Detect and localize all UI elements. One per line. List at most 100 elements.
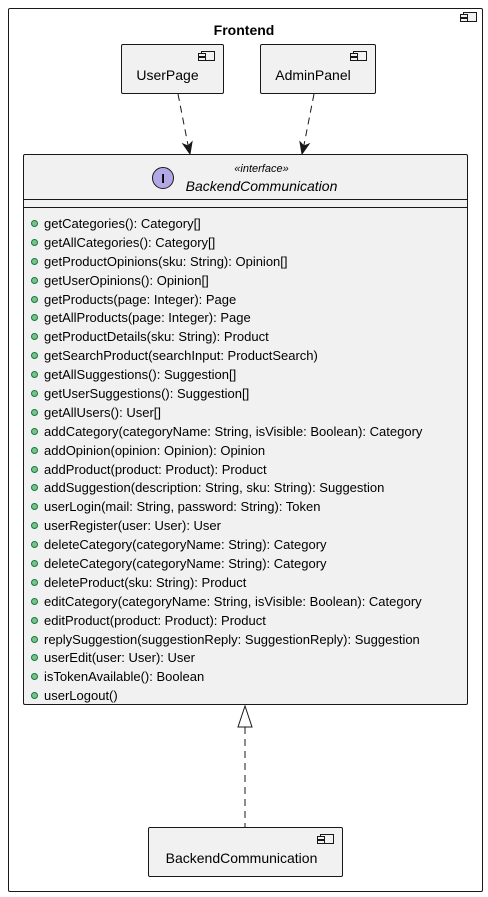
component-icon: [198, 51, 215, 61]
public-visibility-icon: [31, 238, 38, 246]
adminpanel-label: AdminPanel: [275, 67, 351, 83]
method-row: userRegister(user: User): User: [31, 516, 422, 535]
method-signature: getCategories(): Category[]: [44, 215, 201, 231]
frame-component-icon: [460, 12, 477, 22]
method-row: getAllCategories(): Category[]: [31, 233, 422, 252]
public-visibility-icon: [31, 219, 38, 227]
public-visibility-icon: [31, 314, 38, 322]
public-visibility-icon: [31, 427, 38, 435]
method-row: deleteCategory(categoryName: String): Ca…: [31, 554, 422, 573]
userpage-component[interactable]: UserPage: [121, 44, 224, 94]
method-signature: getProductOpinions(sku: String): Opinion…: [44, 253, 288, 269]
public-visibility-icon: [31, 541, 38, 549]
method-signature: userLogout(): [44, 688, 118, 704]
public-visibility-icon: [31, 465, 38, 473]
method-signature: userLogin(mail: String, password: String…: [44, 499, 321, 515]
method-signature: replySuggestion(suggestionReply: Suggest…: [44, 631, 420, 647]
public-visibility-icon: [31, 276, 38, 284]
method-signature: addCategory(categoryName: String, isVisi…: [44, 423, 423, 439]
method-row: getAllSuggestions(): Suggestion[]: [31, 365, 422, 384]
public-visibility-icon: [31, 522, 38, 530]
backend-component[interactable]: BackendCommunication: [148, 827, 343, 877]
public-visibility-icon: [31, 597, 38, 605]
method-row: getProductOpinions(sku: String): Opinion…: [31, 252, 422, 271]
method-row: deleteProduct(sku: String): Product: [31, 573, 422, 592]
interface-name: BackendCommunication: [185, 178, 338, 194]
method-row: getUserSuggestions(): Suggestion[]: [31, 384, 422, 403]
method-row: addProduct(product: Product): Product: [31, 460, 422, 479]
userpage-dependency-line: [177, 93, 190, 151]
method-row: getAllProducts(page: Integer): Page: [31, 308, 422, 327]
method-row: replySuggestion(suggestionReply: Suggest…: [31, 630, 422, 649]
method-signature: editProduct(product: Product): Product: [44, 612, 266, 628]
method-signature: deleteCategory(categoryName: String): Ca…: [44, 555, 327, 571]
public-visibility-icon: [31, 352, 38, 360]
public-visibility-icon: [31, 503, 38, 511]
method-signature: userEdit(user: User): User: [44, 650, 195, 666]
method-signature: getProducts(page: Integer): Page: [44, 291, 237, 307]
component-icon: [350, 51, 367, 61]
method-list: getCategories(): Category[] getAllCategor…: [31, 214, 422, 705]
userpage-label: UserPage: [136, 67, 199, 83]
public-visibility-icon: [31, 616, 38, 624]
method-row: getProducts(page: Integer): Page: [31, 290, 422, 309]
method-row: getAllUsers(): User[]: [31, 403, 422, 422]
backend-interface[interactable]: I «interface» BackendCommunication getCa…: [23, 154, 468, 705]
public-visibility-icon: [31, 257, 38, 265]
method-signature: addOpinion(opinion: Opinion): Opinion: [44, 442, 266, 458]
method-row: isTokenAvailable(): Boolean: [31, 667, 422, 686]
public-visibility-icon: [31, 446, 38, 454]
adminpanel-dependency-line: [302, 93, 315, 151]
method-row: userLogin(mail: String, password: String…: [31, 497, 422, 516]
method-signature: editCategory(categoryName: String, isVis…: [44, 593, 422, 609]
method-row: addCategory(categoryName: String, isVisi…: [31, 422, 422, 441]
method-row: editProduct(product: Product): Product: [31, 611, 422, 630]
frame-title: Frontend: [213, 22, 275, 38]
adminpanel-component[interactable]: AdminPanel: [260, 44, 376, 94]
methods-divider: [24, 207, 467, 208]
public-visibility-icon: [31, 389, 38, 397]
method-signature: getUserOpinions(): Opinion[]: [44, 272, 209, 288]
method-signature: getUserSuggestions(): Suggestion[]: [44, 385, 250, 401]
public-visibility-icon: [31, 673, 38, 681]
realization-arrowhead: [237, 704, 253, 728]
method-row: getCategories(): Category[]: [31, 214, 422, 233]
method-row: editCategory(categoryName: String, isVis…: [31, 592, 422, 611]
public-visibility-icon: [31, 654, 38, 662]
method-row: getUserOpinions(): Opinion[]: [31, 271, 422, 290]
public-visibility-icon: [31, 578, 38, 586]
interface-stereotype: «interface»: [234, 163, 289, 175]
frontend-frame: [8, 8, 483, 892]
method-signature: getAllCategories(): Category[]: [44, 234, 216, 250]
method-row: deleteCategory(categoryName: String): Ca…: [31, 535, 422, 554]
method-row: addOpinion(opinion: Opinion): Opinion: [31, 441, 422, 460]
public-visibility-icon: [31, 333, 38, 341]
method-row: getProductDetails(sku: String): Product: [31, 327, 422, 346]
method-signature: getProductDetails(sku: String): Product: [44, 329, 269, 345]
method-signature: deleteProduct(sku: String): Product: [44, 574, 247, 590]
method-row: getSearchProduct(searchInput: ProductSea…: [31, 346, 422, 365]
component-icon: [317, 834, 334, 844]
public-visibility-icon: [31, 635, 38, 643]
method-signature: getAllSuggestions(): Suggestion[]: [44, 367, 237, 383]
interface-badge-icon: I: [152, 167, 174, 189]
method-signature: getAllProducts(page: Integer): Page: [44, 310, 251, 326]
method-row: userEdit(user: User): User: [31, 648, 422, 667]
public-visibility-icon: [31, 692, 38, 700]
public-visibility-icon: [31, 408, 38, 416]
public-visibility-icon: [31, 371, 38, 379]
adminpanel-arrowhead: [299, 140, 311, 156]
backend-component-label: BackendCommunication: [165, 850, 318, 866]
method-signature: userRegister(user: User): User: [44, 518, 221, 534]
method-row: userLogout(): [31, 686, 422, 705]
userpage-arrowhead: [181, 140, 193, 156]
method-signature: addSuggestion(description: String, sku: …: [44, 480, 385, 496]
method-signature: deleteCategory(categoryName: String): Ca…: [44, 537, 327, 553]
public-visibility-icon: [31, 559, 38, 567]
method-signature: isTokenAvailable(): Boolean: [44, 669, 205, 685]
method-row: addSuggestion(description: String, sku: …: [31, 478, 422, 497]
public-visibility-icon: [31, 295, 38, 303]
attributes-divider: [24, 199, 467, 200]
method-signature: getAllUsers(): User[]: [44, 404, 162, 420]
